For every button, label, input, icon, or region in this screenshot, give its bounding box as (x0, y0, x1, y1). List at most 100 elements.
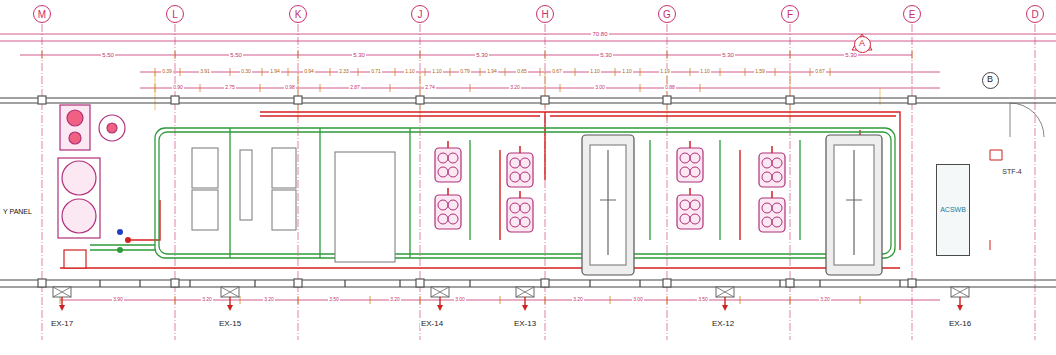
columns (38, 96, 916, 287)
dimension: 3.50 (328, 297, 340, 303)
dimension: 3.00 (632, 297, 644, 303)
pumps-part (759, 146, 785, 187)
grid-lines (42, 24, 1035, 340)
switchboard-marks (990, 150, 1002, 250)
dimension: 0.79 (459, 69, 471, 75)
fan-tag: EX-12 (711, 320, 735, 329)
dimension-ticks-part (155, 84, 700, 92)
dimension: 5.30 (352, 52, 366, 59)
pumps-part (677, 141, 703, 182)
columns-part (38, 96, 46, 104)
columns-part (908, 279, 916, 287)
columns-part (663, 96, 671, 104)
columns-part (171, 96, 179, 104)
columns-part (416, 279, 424, 287)
dimension: 0.65 (516, 69, 528, 75)
grid-bubble: D (1026, 5, 1044, 23)
grid-lines-part (175, 24, 176, 340)
dimension-ticks-part (42, 51, 912, 59)
dimension: 1.94 (486, 69, 498, 75)
grid-bubble: K (289, 5, 307, 23)
dimension-ticks-part (155, 68, 830, 76)
green-pipes-part (159, 132, 891, 254)
dimension: 0.90 (172, 85, 184, 91)
pumps-part (507, 191, 533, 232)
dimension: 1.10 (404, 69, 416, 75)
storage-tanks-part (846, 150, 862, 255)
walls-part (0, 102, 1056, 103)
columns-part (38, 279, 46, 287)
overall-dimension: 70.80 (591, 31, 608, 38)
dimension-lines-part (0, 41, 1056, 42)
walls (0, 98, 1056, 287)
exhaust-fans-part (716, 287, 734, 311)
dimension-lines-part (0, 34, 1056, 35)
grid-bubble: G (658, 5, 676, 23)
dimension: 5.50 (101, 52, 115, 59)
dimension: 1.59 (754, 69, 766, 75)
equipment-boxes-part (192, 148, 218, 188)
grid-bubble: J (411, 5, 429, 23)
grid-lines-part (545, 24, 546, 340)
left-equipment (58, 105, 131, 268)
storage-tanks (582, 135, 882, 275)
dimension: 1.10 (589, 69, 601, 75)
storage-tanks-part (590, 145, 626, 265)
stair-label: STF-4 (1001, 168, 1022, 176)
node-text: ACSWB (940, 206, 966, 214)
columns-part (663, 279, 671, 287)
dimension: 3.00 (454, 297, 466, 303)
fan-tag: EX-16 (948, 320, 972, 329)
dimension: 5.30 (475, 52, 489, 59)
dimension: 3.90 (112, 297, 124, 303)
dimension: 3.91 (199, 69, 211, 75)
grid-lines-part (420, 24, 421, 340)
leader-lines (155, 72, 880, 120)
left-equipment-part (99, 115, 125, 141)
grid-bubble: H (536, 5, 554, 23)
exhaust-fans-part (53, 287, 71, 311)
columns-part (786, 279, 794, 287)
red-pipes (60, 112, 900, 268)
dimension: 2.75 (224, 85, 236, 91)
pumps-part (435, 188, 461, 229)
walls-part (0, 97, 1056, 98)
exhaust-fans-part (431, 287, 449, 311)
left-equipment-part (117, 247, 123, 253)
dimension: 2.74 (424, 85, 436, 91)
dimension: 3.00 (594, 85, 606, 91)
left-equipment-part (125, 237, 131, 243)
dimension-ticks (42, 51, 912, 304)
left-equipment-part (117, 229, 123, 235)
dimension: 0.98 (284, 85, 296, 91)
fan-tag: EX-15 (218, 320, 242, 329)
dimension: 1.19 (659, 69, 671, 75)
walls-part (100, 280, 900, 287)
red-pipes-part (130, 130, 860, 255)
dimension-ticks-part (60, 296, 860, 304)
pumps-part (759, 191, 785, 232)
columns-part (294, 279, 302, 287)
grid-lines-part (1035, 24, 1036, 340)
columns-part (786, 96, 794, 104)
left-equipment-part (58, 158, 100, 238)
node-text: L (172, 9, 178, 20)
columns-part (294, 96, 302, 104)
equipment-boxes-part (272, 190, 296, 230)
exhaust-fans-part (221, 287, 239, 311)
dimension: 1.10 (621, 69, 633, 75)
switchboard-box: ACSWB (936, 164, 970, 256)
panel-label: Y PANEL (2, 208, 33, 216)
green-pipes-part (230, 128, 800, 258)
dimension-lines (0, 34, 1056, 300)
storage-tanks-part (826, 135, 882, 275)
dimension: 0.71 (370, 69, 382, 75)
grid-lines-part (912, 24, 913, 340)
dimension: 0.39 (161, 69, 173, 75)
left-equipment-part (67, 110, 83, 126)
exhaust-fans-part (516, 287, 534, 311)
dimension: 1.10 (699, 69, 711, 75)
